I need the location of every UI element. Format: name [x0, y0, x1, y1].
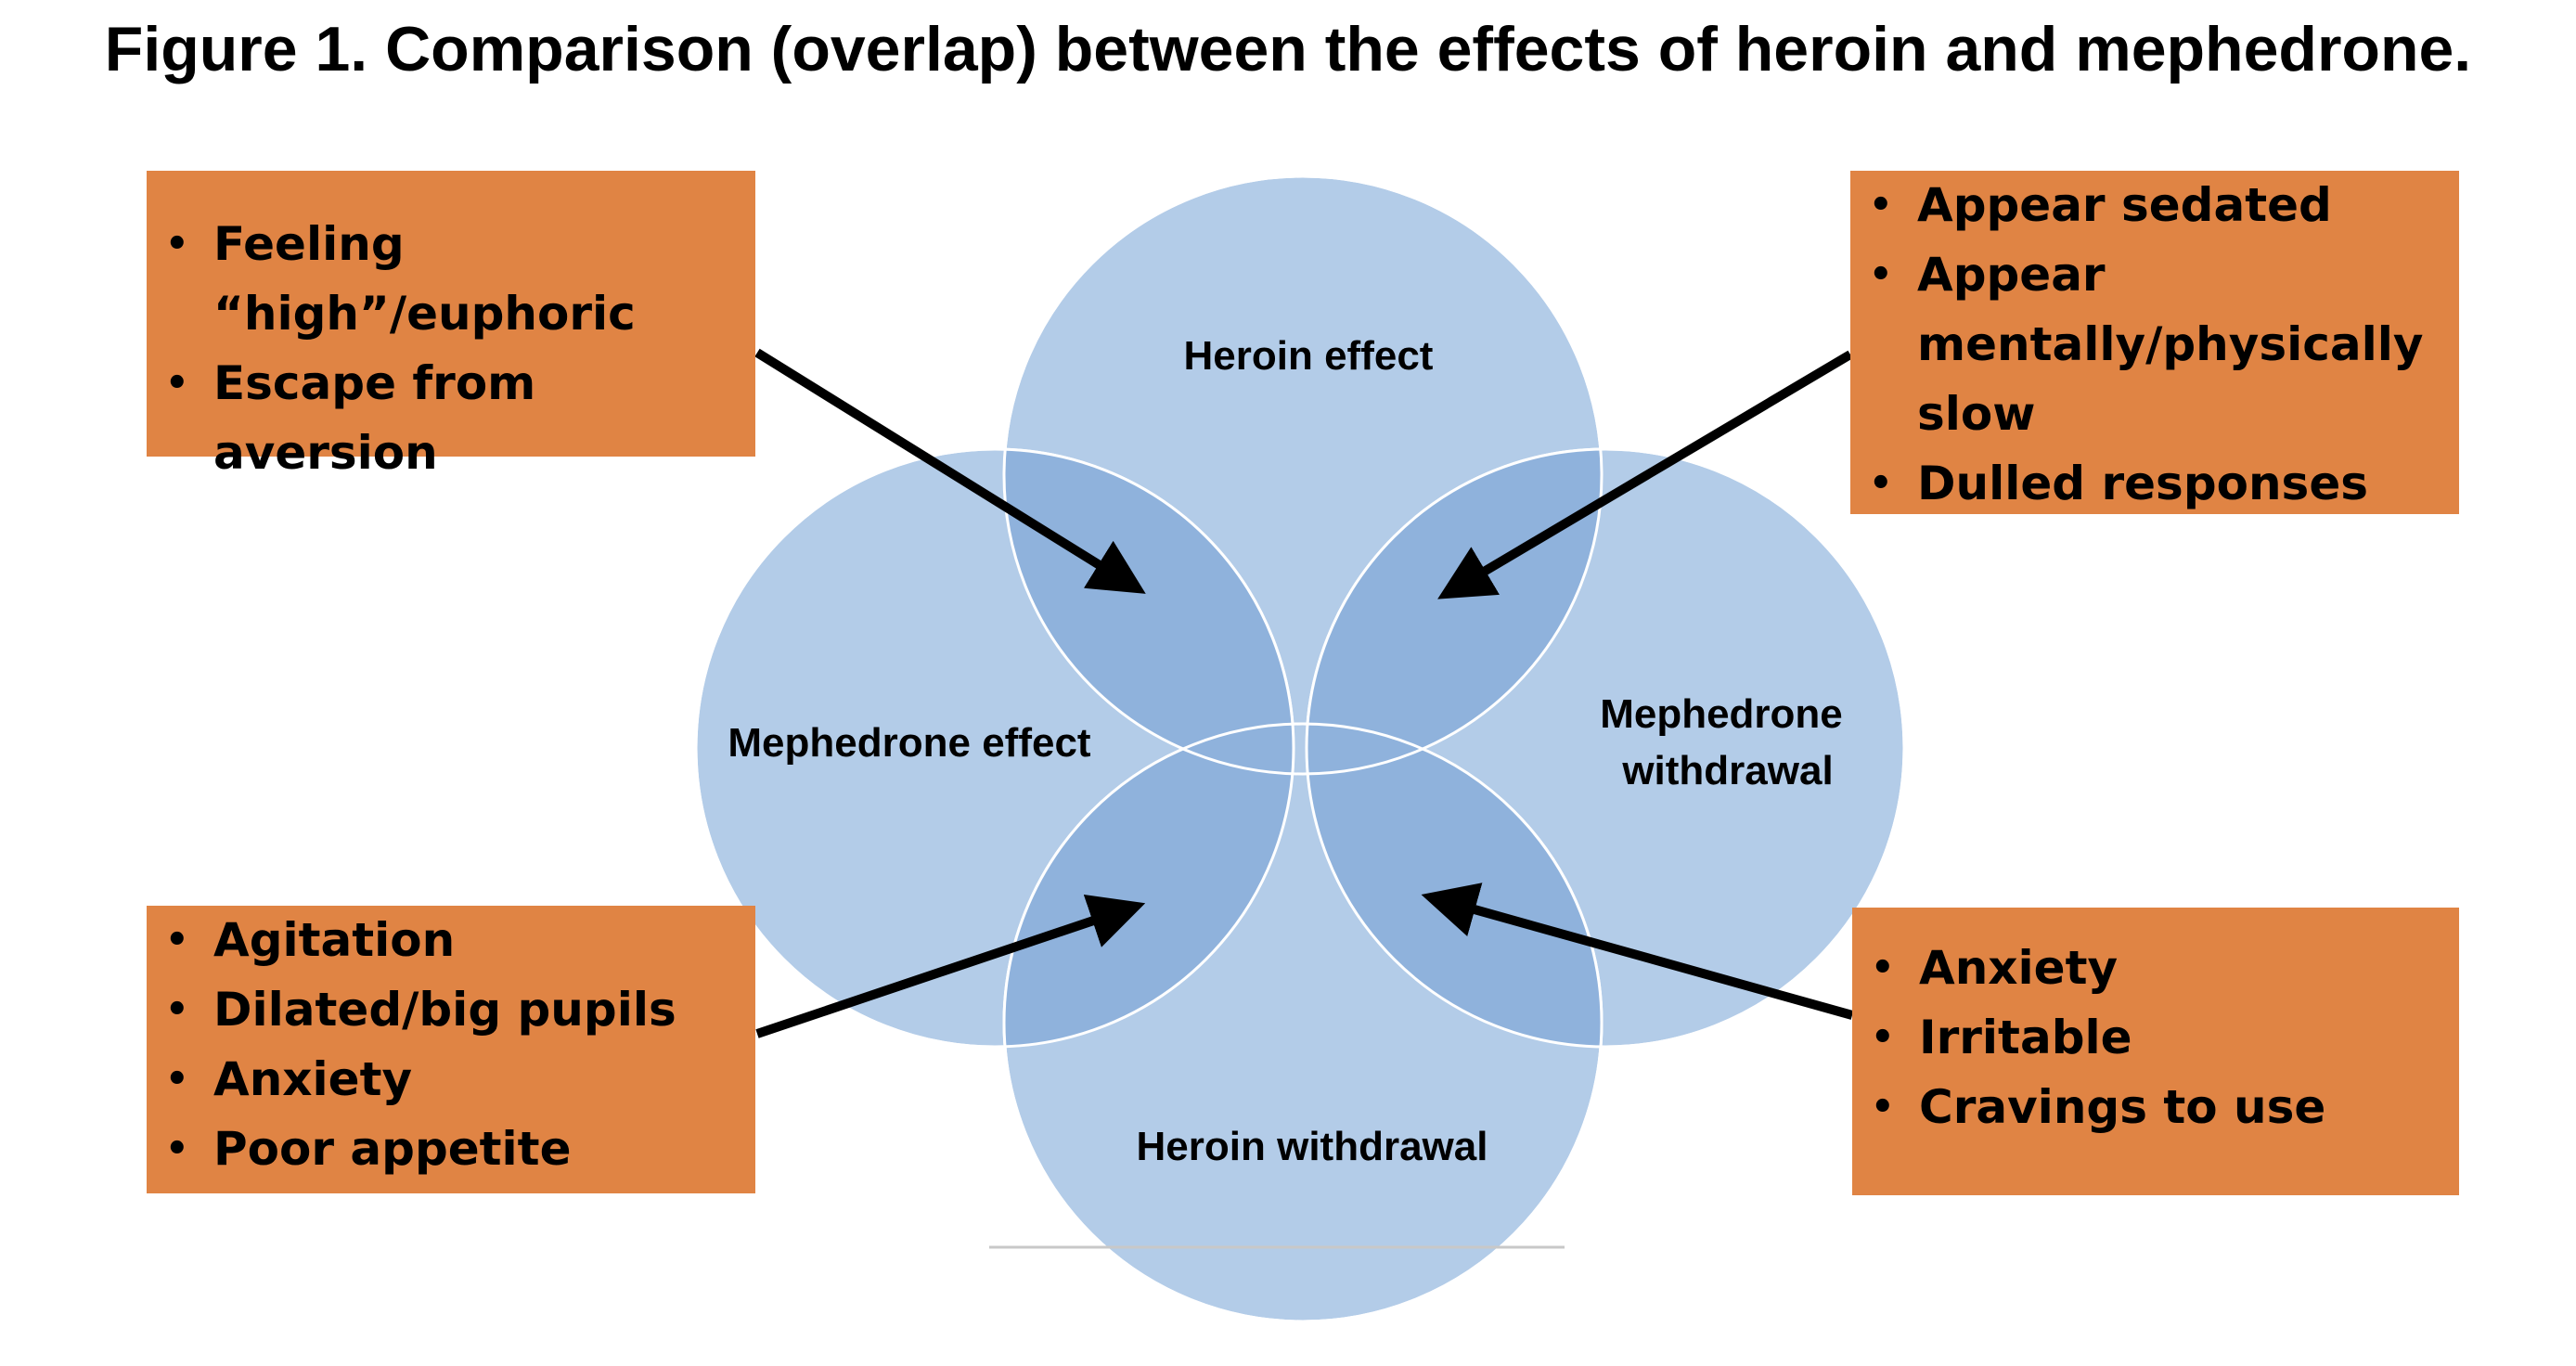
arrow-bottom-right: [1421, 883, 1854, 1020]
arrow-top-left: [754, 348, 1146, 594]
bullet-item: Dilated/big pupils: [161, 975, 741, 1045]
bullet-item: Appear sedated: [1865, 171, 2444, 240]
bullet-item: Feeling “high”/euphoric: [161, 210, 741, 349]
label-mephedrone-withdrawal-line1: Mephedrone: [1600, 691, 1843, 737]
overlap-top-left: [1004, 449, 1294, 774]
bullet-item: Poor appetite: [161, 1115, 741, 1184]
arrow-bottom-left: [755, 894, 1146, 1038]
bullet-item: Anxiety: [161, 1045, 741, 1115]
bullet-item: Irritable: [1867, 1003, 2444, 1073]
label-heroin-effect: Heroin effect: [1184, 333, 1434, 379]
label-heroin-withdrawal: Heroin withdrawal: [1137, 1124, 1488, 1169]
bullet-item: Cravings to use: [1867, 1073, 2444, 1142]
box-mephedrone-effect-heroin-withdrawal: Agitation Dilated/big pupils Anxiety Poo…: [147, 906, 755, 1193]
bullet-item: Appear mentally/physically slow: [1865, 240, 2444, 449]
label-mephedrone-withdrawal-line2: withdrawal: [1621, 748, 1833, 793]
bullet-item: Anxiety: [1867, 934, 2444, 1003]
box-heroin-effect-mephedrone-withdrawal: Appear sedated Appear mentally/physicall…: [1850, 171, 2459, 519]
bullet-item: Escape from aversion: [161, 349, 741, 488]
figure-title: Figure 1. Comparison (overlap) between t…: [104, 14, 2472, 84]
box-heroin-mephedrone-withdrawal: Anxiety Irritable Cravings to use: [1852, 908, 2459, 1195]
label-mephedrone-effect: Mephedrone effect: [728, 720, 1091, 766]
bullet-item: Dulled responses: [1865, 449, 2444, 519]
arrow-top-right: [1437, 350, 1853, 599]
box-heroin-mephedrone-effect: Feeling “high”/euphoric Escape from aver…: [147, 171, 755, 480]
bullet-item: Agitation: [161, 906, 741, 975]
